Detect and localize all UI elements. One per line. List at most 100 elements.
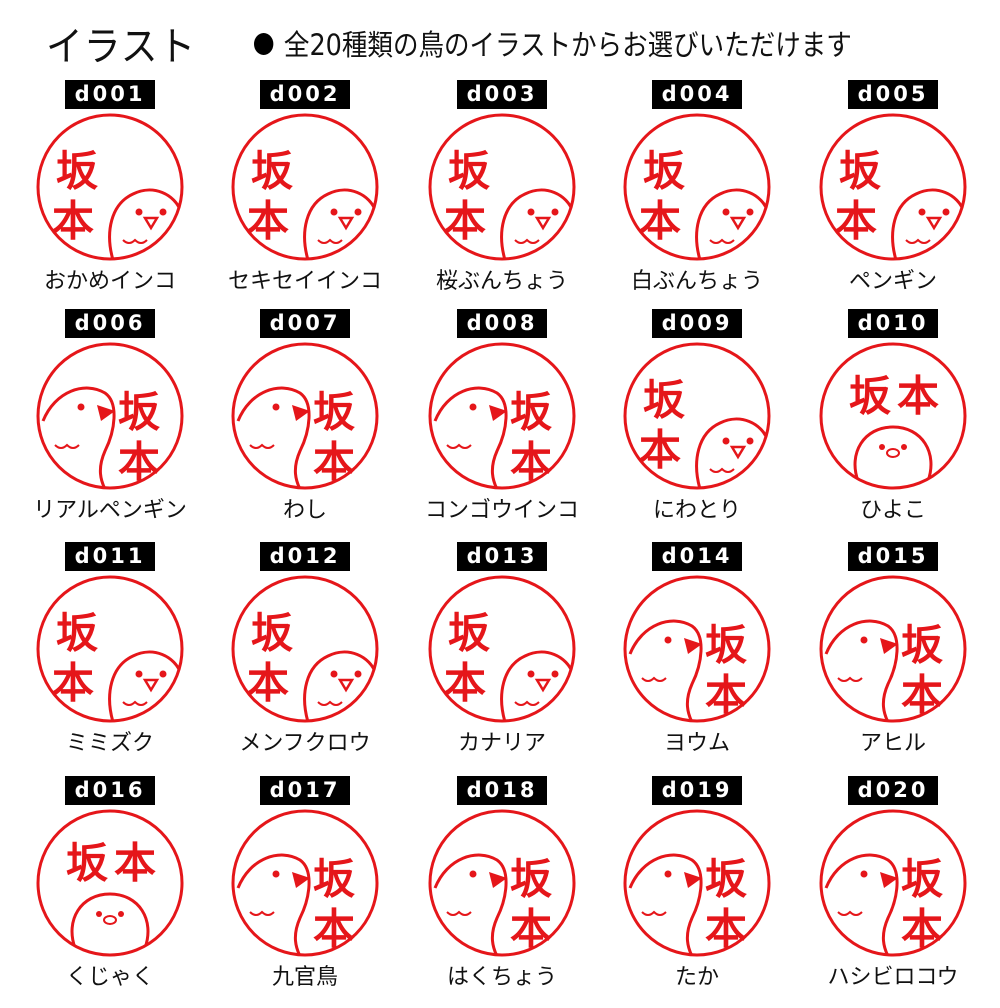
bird-stamp-icon: 坂本	[36, 575, 184, 723]
stamp-name-char: 本	[705, 671, 747, 720]
illustration-item-d016[interactable]: d016 坂本くじゃく	[12, 776, 208, 1008]
item-name: メンフクロウ	[239, 731, 371, 756]
item-code-badge: d011	[65, 542, 155, 571]
illustration-item-d011[interactable]: d011 坂本ミミズク	[12, 542, 208, 774]
item-code-badge: d005	[848, 80, 938, 109]
stamp-name-char: 坂	[56, 609, 98, 658]
stamp-name-char: 坂	[66, 839, 108, 888]
stamp-preview: 坂本	[427, 341, 577, 491]
item-code-badge: d004	[652, 80, 742, 109]
stamp-name-char: 本	[897, 372, 939, 421]
item-code-badge: d018	[457, 776, 547, 805]
stamp-preview: 坂本	[230, 112, 380, 262]
illustration-item-d001[interactable]: d001 坂本おかめインコ	[12, 80, 208, 312]
item-code-badge: d013	[457, 542, 547, 571]
item-name: セキセイインコ	[227, 269, 382, 294]
illustration-item-d004[interactable]: d004 坂本白ぶんちょう	[599, 80, 795, 312]
stamp-name-char: 本	[118, 438, 160, 487]
illustration-item-d007[interactable]: d007 坂本わし	[207, 309, 403, 541]
stamp-name-char: 本	[313, 438, 355, 487]
stamp-preview: 坂本	[622, 112, 772, 262]
item-name: アヒル	[859, 731, 926, 756]
item-name: コンゴウインコ	[424, 498, 579, 523]
stamp-name-char: 坂	[705, 621, 747, 670]
bird-stamp-icon: 坂本	[231, 113, 379, 261]
stamp-name-char: 本	[901, 671, 943, 720]
stamp-name-char: 坂	[839, 147, 881, 196]
stamp-preview: 坂本	[427, 808, 577, 958]
bird-stamp-icon: 坂本	[623, 575, 771, 723]
item-name: ハシビロコウ	[827, 965, 959, 990]
item-name: おかめインコ	[43, 269, 176, 294]
stamp-preview: 坂本	[427, 574, 577, 724]
bird-stamp-icon: 坂本	[428, 342, 576, 490]
stamp-name-char: 坂	[251, 147, 293, 196]
stamp-name-char: 本	[114, 839, 156, 888]
stamp-name-char: 本	[510, 438, 552, 487]
illustration-item-d020[interactable]: d020 坂本ハシビロコウ	[795, 776, 991, 1008]
stamp-name-char: 坂	[313, 855, 355, 904]
item-name: はくちょう	[446, 965, 557, 990]
item-code-badge: d019	[652, 776, 742, 805]
item-name: たか	[674, 965, 719, 990]
bird-stamp-icon: 坂本	[623, 809, 771, 957]
bird-stamp-icon: 坂本	[819, 575, 967, 723]
item-code-badge: d010	[848, 309, 938, 338]
stamp-preview: 坂本	[818, 341, 968, 491]
stamp-name-char: 坂	[510, 388, 552, 437]
page-header: イラスト 全20種類の鳥のイラストからお選びいただけます	[0, 0, 1000, 78]
stamp-preview: 坂本	[35, 808, 185, 958]
stamp-preview: 坂本	[35, 112, 185, 262]
item-code-badge: d007	[260, 309, 350, 338]
stamp-name-char: 坂	[643, 147, 685, 196]
stamp-name-char: 本	[52, 197, 94, 246]
item-code-badge: d009	[652, 309, 742, 338]
stamp-name-char: 坂	[313, 388, 355, 437]
bird-stamp-icon: 坂本	[623, 342, 771, 490]
stamp-name-char: 坂	[849, 372, 891, 421]
item-name: わし	[282, 498, 327, 523]
item-name: ミミズク	[65, 731, 154, 756]
illustration-item-d018[interactable]: d018 坂本はくちょう	[404, 776, 600, 1008]
item-name: ペンギン	[848, 269, 937, 294]
stamp-name-char: 本	[444, 659, 486, 708]
stamp-name-char: 本	[52, 659, 94, 708]
illustration-item-d005[interactable]: d005 坂本ペンギン	[795, 80, 991, 312]
page-subtitle: 全20種類の鳥のイラストからお選びいただけます	[254, 22, 852, 64]
item-name: 白ぶんちょう	[630, 269, 763, 294]
item-name: 桜ぶんちょう	[435, 269, 568, 294]
stamp-name-char: 坂	[901, 621, 943, 670]
stamp-name-char: 本	[901, 905, 943, 954]
illustration-item-d019[interactable]: d019 坂本たか	[599, 776, 795, 1008]
stamp-preview: 坂本	[35, 341, 185, 491]
item-code-badge: d001	[65, 80, 155, 109]
stamp-preview: 坂本	[818, 574, 968, 724]
item-code-badge: d006	[65, 309, 155, 338]
bird-stamp-icon: 坂本	[819, 809, 967, 957]
stamp-name-char: 本	[835, 197, 877, 246]
stamp-name-char: 本	[247, 659, 289, 708]
bird-stamp-icon: 坂本	[428, 809, 576, 957]
stamp-name-char: 坂	[901, 855, 943, 904]
stamp-name-char: 坂	[510, 855, 552, 904]
item-code-badge: d020	[848, 776, 938, 805]
item-code-badge: d016	[65, 776, 155, 805]
bird-stamp-icon: 坂本	[428, 575, 576, 723]
item-name: くじゃく	[65, 965, 154, 990]
stamp-preview: 坂本	[622, 574, 772, 724]
bird-stamp-icon: 坂本	[36, 342, 184, 490]
stamp-name-char: 坂	[56, 147, 98, 196]
stamp-name-char: 本	[510, 905, 552, 954]
page-title: イラスト	[46, 24, 197, 70]
